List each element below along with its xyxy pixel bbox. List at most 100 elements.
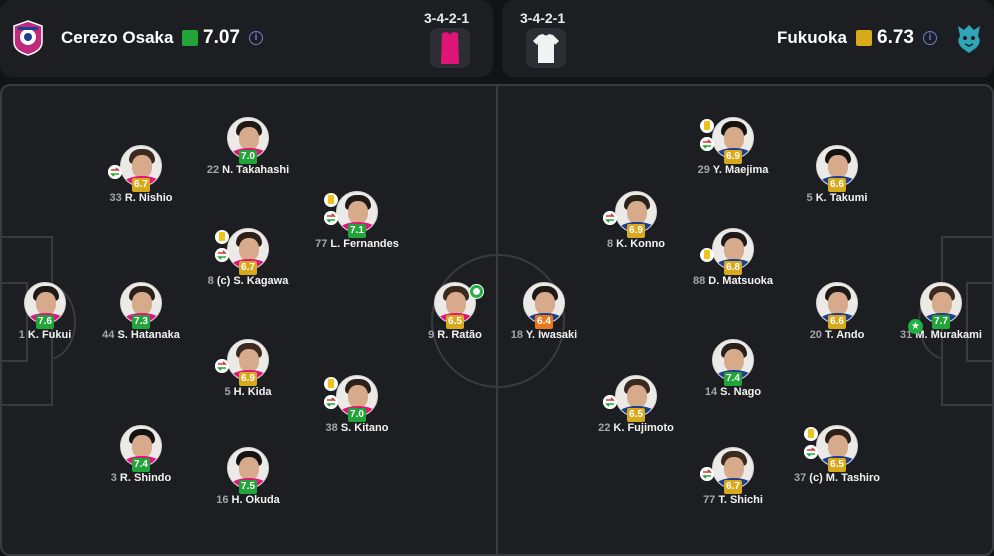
player-number: 16 [216, 494, 232, 506]
player-rating: 6.4 [535, 315, 553, 329]
away-goal-box [966, 282, 994, 362]
substitution-icon [108, 165, 122, 179]
player-name: 44 S. Hatanaka [102, 329, 180, 341]
player-number: 31 [900, 329, 916, 341]
player-number: 77 [315, 238, 331, 250]
home-team-rating-badge [182, 30, 198, 46]
player-rating: 6.6 [828, 315, 846, 329]
player-name: 16 H. Okuda [216, 494, 280, 506]
cerezo-osaka-logo-icon [13, 20, 43, 56]
player-rating: 6.7 [724, 480, 742, 494]
substitution-icon [700, 137, 714, 151]
substitution-icon [603, 395, 617, 409]
home-team-name[interactable]: Cerezo Osaka [61, 28, 174, 47]
home-formation: 3-4-2-1 [424, 10, 470, 26]
player-name: 14 S. Nago [704, 386, 762, 398]
home-kit [430, 28, 470, 68]
player-name: 9 R. Ratão [428, 329, 482, 341]
player-name: 20 T. Ando [809, 329, 865, 341]
player-name: 77 T. Shichi [703, 494, 763, 506]
player-number: 29 [697, 164, 713, 176]
home-goal-box [0, 282, 28, 362]
player-rating: 6.6 [828, 178, 846, 192]
home-team-rating: 7.07 [203, 27, 240, 48]
yellow-card-icon [804, 427, 818, 441]
player-number: 20 [809, 329, 825, 341]
player-number: 8 [606, 238, 617, 250]
substitution-icon [324, 211, 338, 225]
player-rating: 6.7 [132, 178, 150, 192]
player-number: 22 [206, 164, 223, 176]
player-rating: 7.3 [132, 315, 150, 329]
player-number: 38 [325, 422, 341, 434]
player-number: 33 [109, 192, 125, 204]
player-rating: 6.5 [627, 408, 645, 422]
away-team-rating-badge [856, 30, 872, 46]
avispa-fukuoka-logo-icon [958, 25, 980, 53]
player-number: 44 [102, 329, 118, 341]
goal-icon [469, 284, 484, 299]
away-team-name[interactable]: Fukuoka [777, 28, 847, 47]
away-formation: 3-4-2-1 [520, 10, 566, 26]
player-name: 22 N. Takahashi [206, 164, 290, 176]
away-kit [526, 28, 566, 68]
player-rating: 7.6 [36, 315, 54, 329]
player-name: 1 K. Fukui [18, 329, 72, 341]
substitution-icon [324, 395, 338, 409]
player-name: 37 (c) M. Tashiro [794, 472, 880, 484]
player-rating: 7.4 [132, 458, 150, 472]
substitution-icon [215, 359, 229, 373]
substitution-icon [804, 445, 818, 459]
player-name: 38 S. Kitano [325, 422, 389, 434]
away-info-icon[interactable]: i [923, 31, 937, 45]
player-number: 77 [703, 494, 719, 506]
player-name: 18 Y. Iwasaki [510, 329, 578, 341]
player-number: 88 [692, 275, 709, 287]
player-name: 8 K. Konno [606, 238, 666, 250]
yellow-card-icon [700, 119, 714, 133]
pink-shirt-icon [441, 31, 459, 64]
player-name: 5 K. Takumi [806, 192, 868, 204]
away-team-rating: 6.73 [877, 27, 914, 48]
player-name: 33 R. Nishio [109, 192, 173, 204]
player-rating: 7.1 [348, 224, 366, 238]
player-number: 37 [794, 472, 810, 484]
white-shirt-icon [533, 34, 559, 63]
player-number: 8 [207, 275, 217, 287]
home-info-icon[interactable]: i [249, 31, 263, 45]
player-rating: 6.5 [446, 315, 464, 329]
player-rating: 7.5 [239, 480, 257, 494]
player-number: 3 [110, 472, 120, 484]
centre-circle [431, 254, 565, 388]
player-name: 88 D. Matsuoka [692, 275, 774, 287]
player-rating: 6.7 [239, 261, 257, 275]
player-number: 9 [428, 329, 438, 341]
player-rating: 7.0 [348, 408, 366, 422]
yellow-card-icon [324, 193, 338, 207]
player-of-the-match-star-icon: ★ [908, 319, 923, 334]
substitution-icon [603, 211, 617, 225]
player-name: 5 H. Kida [224, 386, 272, 398]
player-rating: 7.4 [724, 372, 742, 386]
player-name: 3 R. Shindo [110, 472, 172, 484]
home-team-header: Cerezo Osaka 7.07 i 3-4-2-1 [0, 0, 493, 77]
player-rating: 6.5 [828, 458, 846, 472]
player-number: 14 [704, 386, 721, 398]
player-rating: 6.8 [724, 261, 742, 275]
player-name: 29 Y. Maejima [697, 164, 769, 176]
player-photo [816, 145, 858, 187]
player-name: 31 M. Murakami [900, 329, 982, 341]
player-rating: 7.0 [239, 150, 257, 164]
player-name: 22 K. Fujimoto [598, 422, 674, 434]
yellow-card-icon [700, 248, 714, 262]
player-rating: 6.9 [724, 150, 742, 164]
player-name: 8 (c) S. Kagawa [207, 275, 289, 287]
substitution-icon [700, 467, 714, 481]
substitution-icon [215, 248, 229, 262]
player-number: 1 [18, 329, 28, 341]
away-team-header: 3-4-2-1 Fukuoka 6.73 i [502, 0, 994, 77]
player-number: 5 [224, 386, 234, 398]
player-number: 22 [598, 422, 614, 434]
yellow-card-icon [215, 230, 229, 244]
player-rating: 7.7 [932, 315, 950, 329]
